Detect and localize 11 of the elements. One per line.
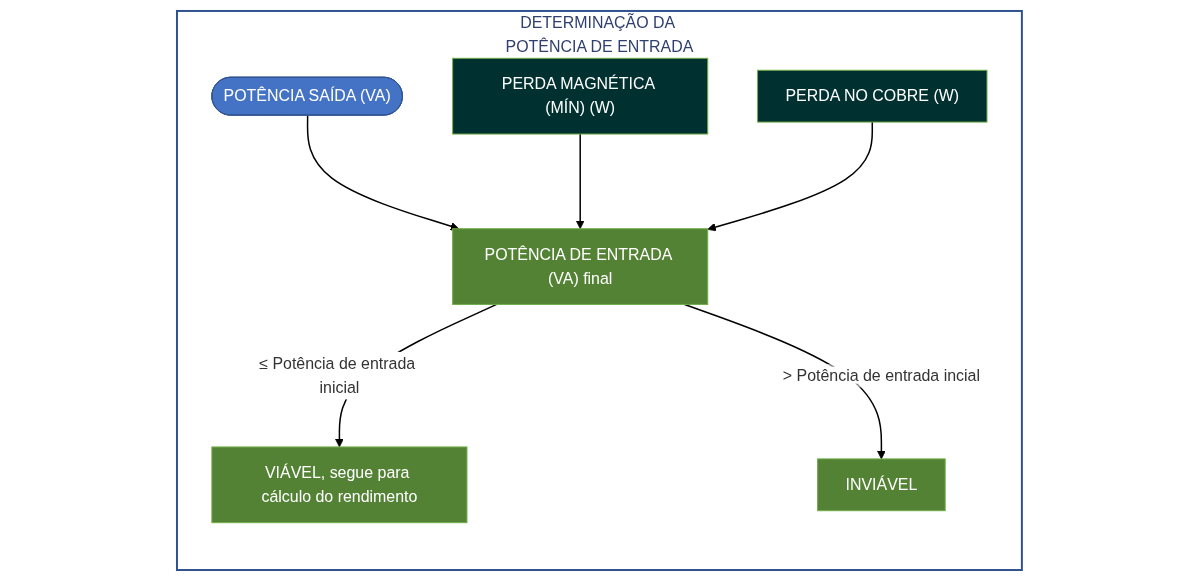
arrow [684, 303, 886, 460]
node-box: VIÁVEL, segue para cálculo do rendimento [211, 446, 468, 524]
node-box: INVIÁVEL [817, 458, 946, 512]
edge-label: ≤ Potência de entrada inicial [259, 354, 416, 396]
arrow [306, 114, 460, 231]
node-box: PERDA NO COBRE (W) [757, 69, 988, 123]
arrow [575, 133, 585, 230]
node-box: PERDA MAGNÉTICA (MÍN) (W) [452, 57, 709, 135]
node-box: POTÊNCIA DE ENTRADA (VA) final [452, 228, 709, 305]
edge-label: > Potência de entrada incial [782, 366, 981, 384]
arrow [707, 121, 874, 232]
